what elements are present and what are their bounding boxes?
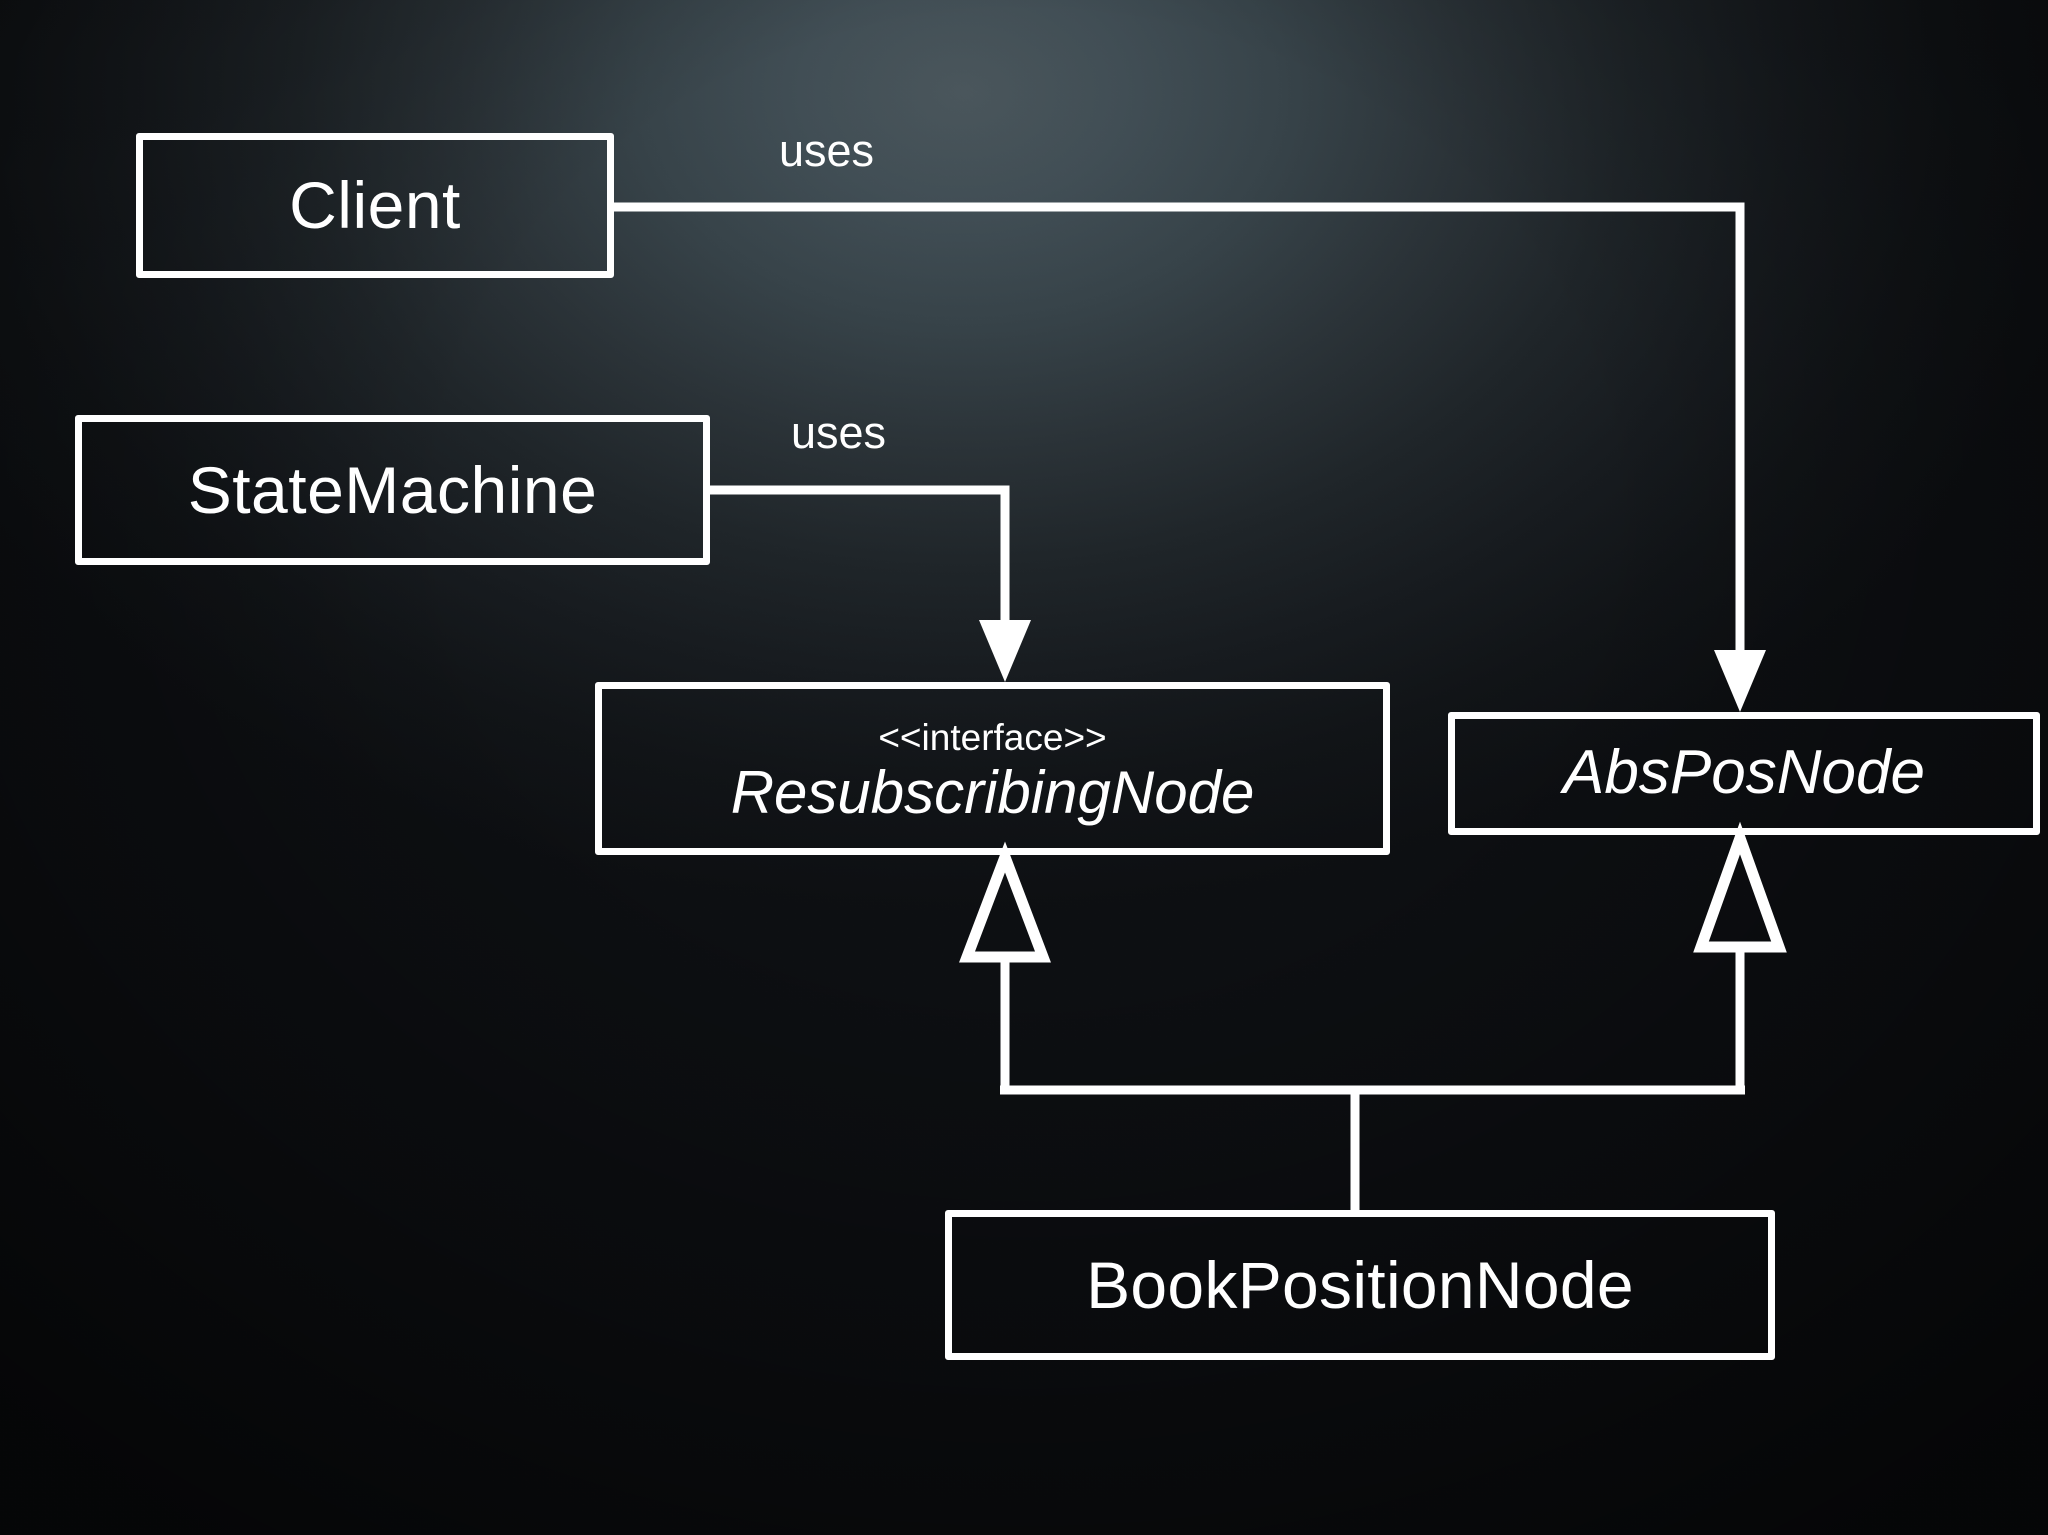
edge-bookpositionnode-implements-resubscribingnode <box>959 841 1051 1090</box>
class-name-absposnode: AbsPosNode <box>1563 738 1925 808</box>
class-box-absposnode[interactable]: AbsPosNode <box>1448 712 2040 835</box>
edge-label-uses-statemachine: uses <box>791 407 887 458</box>
class-name-resubscribingnode: ResubscribingNode <box>730 758 1255 826</box>
edge-bookpositionnode-extends-absposnode <box>1693 821 1787 1090</box>
class-name-bookpositionnode: BookPositionNode <box>1086 1247 1634 1322</box>
class-box-bookpositionnode[interactable]: BookPositionNode <box>945 1210 1775 1360</box>
edge-generalization-junction <box>1000 1085 1745 1210</box>
class-box-resubscribingnode[interactable]: <<interface>> ResubscribingNode <box>595 682 1390 855</box>
edge-statemachine-uses-resubscribingnode <box>710 485 1031 682</box>
edge-label-uses-client: uses <box>779 125 875 176</box>
class-stereotype-resubscribingnode: <<interface>> <box>878 717 1107 759</box>
class-name-client: Client <box>289 168 461 243</box>
class-box-statemachine[interactable]: StateMachine <box>75 415 710 565</box>
class-box-client[interactable]: Client <box>136 133 614 278</box>
edge-client-uses-absposnode <box>614 202 1766 712</box>
class-name-statemachine: StateMachine <box>187 452 598 527</box>
